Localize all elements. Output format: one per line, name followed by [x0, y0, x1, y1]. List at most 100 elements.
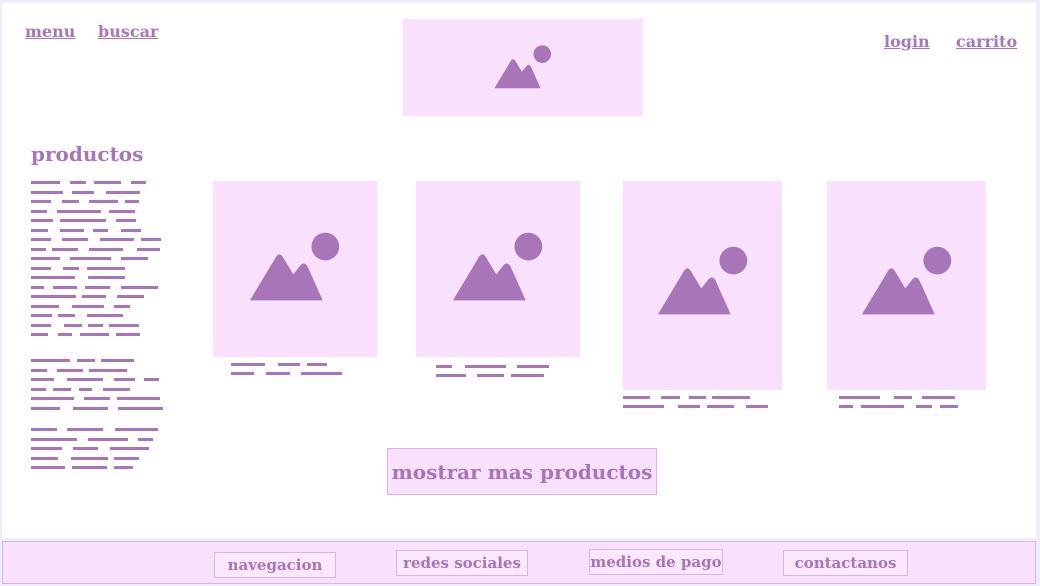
placeholder-text-line	[31, 368, 47, 372]
placeholder-text-line	[922, 396, 955, 399]
placeholder-text-line	[58, 314, 75, 317]
placeholder-text-line	[58, 333, 72, 336]
placeholder-text-line	[689, 396, 706, 399]
product-image-2[interactable]	[416, 181, 580, 357]
placeholder-text-line	[839, 396, 880, 399]
placeholder-text-line	[72, 190, 94, 194]
placeholder-text-line	[62, 238, 88, 241]
products-title: productos	[31, 142, 144, 166]
placeholder-text-line	[940, 405, 958, 408]
image-placeholder-icon	[861, 246, 952, 315]
footer-link-payment[interactable]: medios de pago	[589, 549, 723, 575]
placeholder-text-line	[31, 437, 77, 441]
placeholder-text-line	[31, 238, 51, 241]
placeholder-text-line	[67, 428, 103, 431]
login-link[interactable]: login	[884, 32, 930, 51]
placeholder-text-line	[861, 405, 904, 408]
placeholder-text-line	[53, 387, 71, 391]
placeholder-text-line	[94, 181, 121, 184]
placeholder-text-line	[31, 304, 59, 308]
placeholder-text-line	[87, 314, 123, 317]
placeholder-text-line	[31, 447, 62, 450]
placeholder-text-line	[85, 285, 110, 289]
product-caption-4	[839, 396, 969, 410]
placeholder-text-line	[31, 247, 46, 251]
placeholder-text-line	[465, 365, 506, 368]
placeholder-text-line	[109, 323, 139, 327]
placeholder-text-line	[73, 447, 98, 450]
placeholder-text-line	[31, 257, 60, 260]
placeholder-text-line	[31, 456, 58, 460]
placeholder-text-line	[93, 228, 108, 232]
placeholder-text-line	[121, 257, 148, 260]
placeholder-text-line	[678, 405, 700, 408]
placeholder-text-line	[31, 181, 60, 184]
placeholder-text-line	[114, 456, 139, 460]
show-more-products-button[interactable]: mostrar mas productos	[387, 448, 657, 495]
placeholder-text-line	[80, 333, 109, 336]
placeholder-text-line	[712, 396, 750, 399]
page: menu buscar login carrito productos	[2, 3, 1036, 538]
footer-link-social[interactable]: redes sociales	[396, 550, 528, 576]
placeholder-text-line	[623, 396, 650, 399]
placeholder-text-line	[77, 359, 95, 362]
placeholder-text-line	[106, 190, 140, 194]
placeholder-text-line	[31, 276, 75, 279]
product-image-1[interactable]	[213, 181, 377, 357]
placeholder-text-line	[31, 314, 52, 317]
placeholder-text-line	[31, 387, 46, 391]
placeholder-text-line	[31, 333, 48, 336]
placeholder-text-line	[87, 266, 125, 270]
placeholder-text-line	[31, 359, 70, 362]
placeholder-text-line	[101, 359, 134, 362]
placeholder-text-line	[839, 405, 853, 408]
placeholder-text-line	[301, 372, 342, 375]
product-caption-3	[623, 396, 773, 410]
placeholder-text-line	[623, 405, 664, 408]
placeholder-text-line	[60, 228, 84, 232]
product-image-3[interactable]	[623, 181, 782, 390]
placeholder-text-line	[117, 397, 160, 400]
placeholder-text-line	[72, 304, 104, 308]
menu-link[interactable]: menu	[25, 22, 76, 41]
placeholder-text-line	[477, 374, 504, 377]
placeholder-text-line	[511, 374, 544, 377]
product-caption-2	[436, 365, 566, 379]
placeholder-text-line	[661, 396, 680, 399]
placeholder-text-line	[100, 238, 134, 241]
placeholder-text-line	[894, 396, 912, 399]
placeholder-text-line	[31, 378, 54, 381]
footer-link-navigation[interactable]: navegacion	[214, 552, 336, 578]
placeholder-text-line	[110, 447, 149, 450]
cart-link[interactable]: carrito	[956, 32, 1018, 51]
placeholder-text-line	[307, 363, 327, 366]
placeholder-text-line	[436, 374, 466, 377]
placeholder-text-line	[31, 228, 48, 232]
placeholder-text-line	[89, 200, 118, 203]
placeholder-text-line	[114, 304, 130, 308]
placeholder-text-line	[266, 372, 290, 375]
placeholder-text-line	[70, 181, 86, 184]
placeholder-text-line	[114, 466, 133, 469]
placeholder-text-line	[31, 266, 51, 270]
placeholder-text-line	[118, 406, 163, 410]
placeholder-text-line	[121, 285, 158, 289]
footer-link-contact[interactable]: contactanos	[783, 550, 908, 576]
placeholder-text-line	[88, 323, 103, 327]
placeholder-text-line	[53, 285, 77, 289]
placeholder-text-line	[109, 209, 135, 213]
image-placeholder-icon	[494, 45, 552, 89]
image-placeholder-icon	[657, 246, 748, 315]
placeholder-text-line	[63, 266, 79, 270]
placeholder-text-line	[88, 276, 125, 279]
placeholder-text-line	[84, 397, 110, 400]
search-link[interactable]: buscar	[98, 22, 159, 41]
product-image-4[interactable]	[827, 181, 986, 390]
placeholder-text-line	[52, 247, 78, 251]
placeholder-text-line	[67, 378, 103, 381]
placeholder-text-line	[278, 363, 300, 366]
placeholder-text-line	[89, 368, 127, 372]
placeholder-text-line	[116, 333, 140, 336]
logo-placeholder[interactable]	[403, 19, 643, 116]
placeholder-text-line	[72, 466, 107, 469]
